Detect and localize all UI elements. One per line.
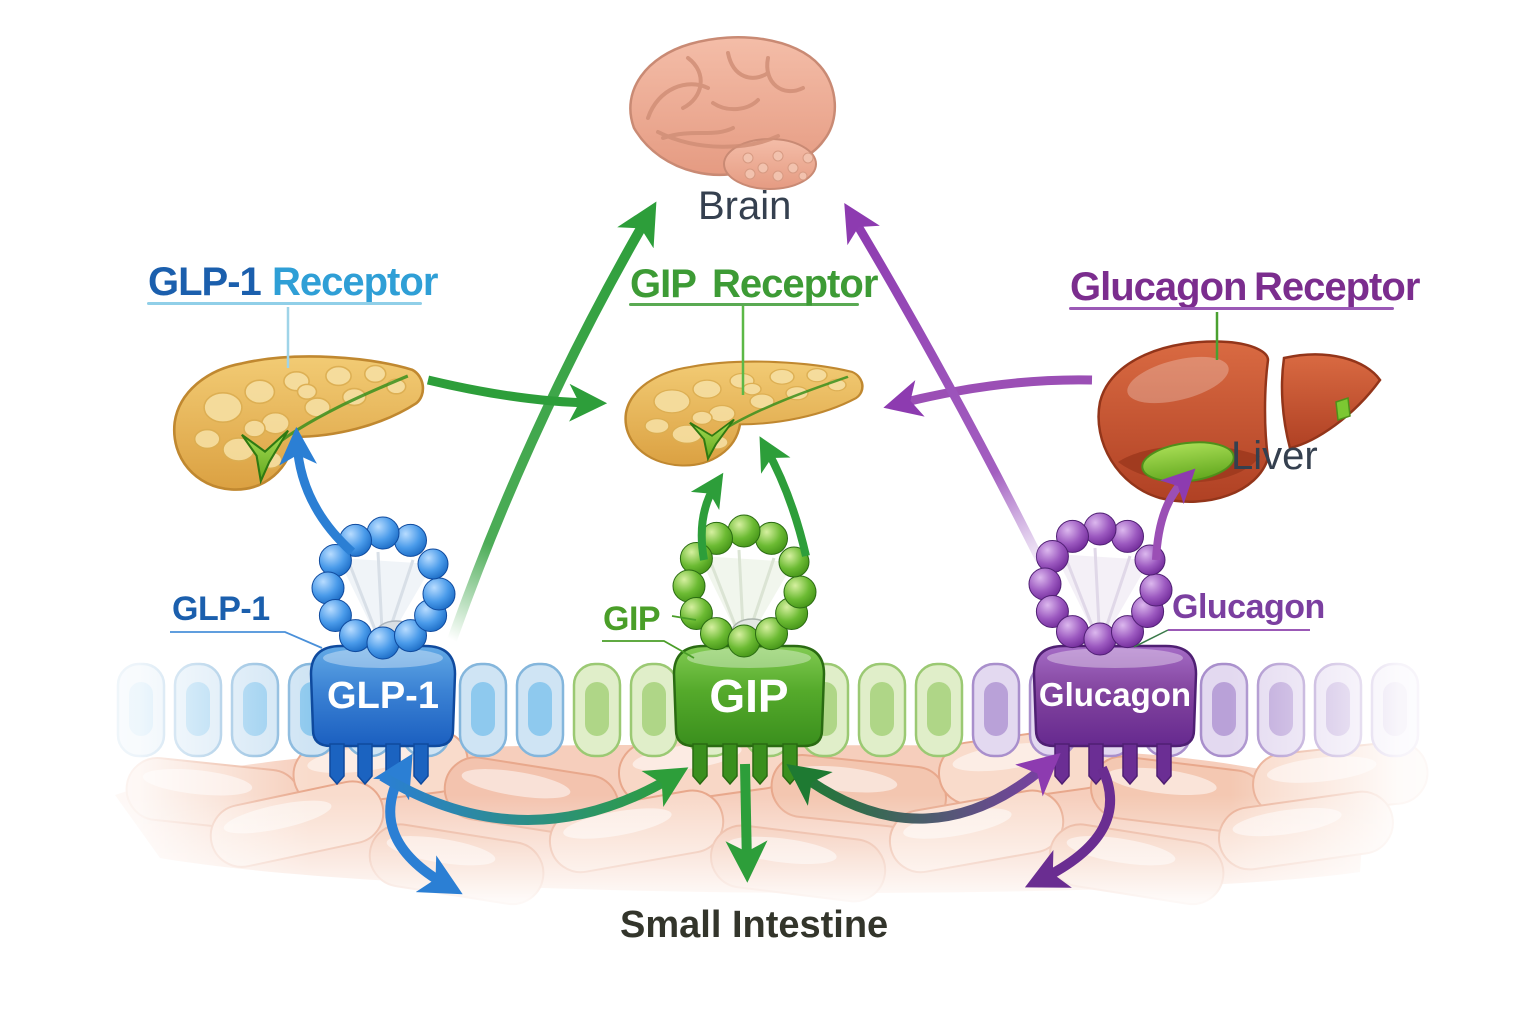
arrow-gip-to-pancreas-1	[690, 472, 724, 561]
brain-illustration	[629, 36, 836, 190]
arrow-liver-to-pancreas	[883, 375, 1093, 417]
arrow-glucagon-to-intestine	[1024, 765, 1116, 888]
gip-receptor-heading: GIP Receptor	[629, 262, 879, 306]
glucagon-receptor-box	[1032, 644, 1198, 748]
gip-heading-underline	[629, 303, 859, 306]
arrow-gip-to-pancreas-2	[759, 436, 810, 557]
arrow-gip-glucagon-bidirectional	[786, 753, 1061, 824]
glucagon-heading-underline	[1069, 307, 1394, 310]
glp1-heading-word2: Receptor	[272, 260, 438, 304]
gip-label-dash	[671, 615, 697, 621]
bottom-fade	[0, 795, 1536, 965]
glp1-label-pointer	[170, 631, 323, 649]
glp1-receptor-box	[309, 644, 457, 748]
svg-text:GLP-1: GLP-1	[172, 590, 270, 628]
gip-label-pointer	[602, 640, 695, 659]
glucagon-box-label: Glucagon	[1039, 676, 1191, 713]
glucagon-hormone-label: Glucagon	[1133, 588, 1325, 648]
glucagon-label-pointer	[1133, 629, 1169, 648]
liver-right-lobe	[1280, 353, 1382, 450]
gip-heading-word1: GIP	[630, 262, 696, 306]
arrow-glucagon-to-liver	[1152, 468, 1196, 561]
glp1-hormone-label: GLP-1	[170, 590, 323, 649]
glucagon-receptor-heading: Glucagon Receptor	[1069, 265, 1421, 310]
binding-funnel	[338, 558, 433, 650]
gip-receptor-box	[672, 644, 826, 748]
glp1-box-label: GLP-1	[327, 675, 439, 717]
svg-text:Glucagon: Glucagon	[1172, 588, 1325, 626]
liver-label: Liver	[1231, 434, 1318, 478]
gip-box-label: GIP	[709, 670, 788, 722]
glucagon-heading-word1: Glucagon	[1070, 265, 1246, 309]
glp1-receptor-complex: GLP-1	[309, 516, 457, 786]
glp1-heading-word1: GLP-1	[148, 260, 262, 304]
svg-text:GIP: GIP	[603, 600, 660, 638]
binding-funnel	[1055, 554, 1150, 646]
arrow-glp1-to-brain	[447, 201, 657, 642]
glucagon-heading-word2: Receptor	[1254, 265, 1420, 309]
glp1-heading-underline	[147, 302, 422, 305]
arrow-gip-to-intestine	[725, 763, 768, 883]
arrow-glp1-to-pancreas	[279, 426, 356, 556]
small-intestine-label: Small Intestine	[620, 904, 888, 946]
arrow-pancreas-to-pancreas	[426, 375, 608, 422]
glucagon-receptor-complex: Glucagon	[1028, 512, 1198, 786]
glp1-receptor-heading: GLP-1 Receptor	[147, 260, 439, 305]
brain-label: Brain	[698, 184, 791, 228]
gip-heading-word2: Receptor	[712, 262, 878, 306]
gip-hormone-label: GIP	[602, 600, 697, 659]
arrow-glp1-to-gip-receptor	[379, 767, 689, 825]
binding-funnel	[699, 556, 794, 648]
gip-receptor-complex: GIP	[672, 514, 826, 786]
arrow-glucagon-to-brain	[844, 203, 1045, 563]
